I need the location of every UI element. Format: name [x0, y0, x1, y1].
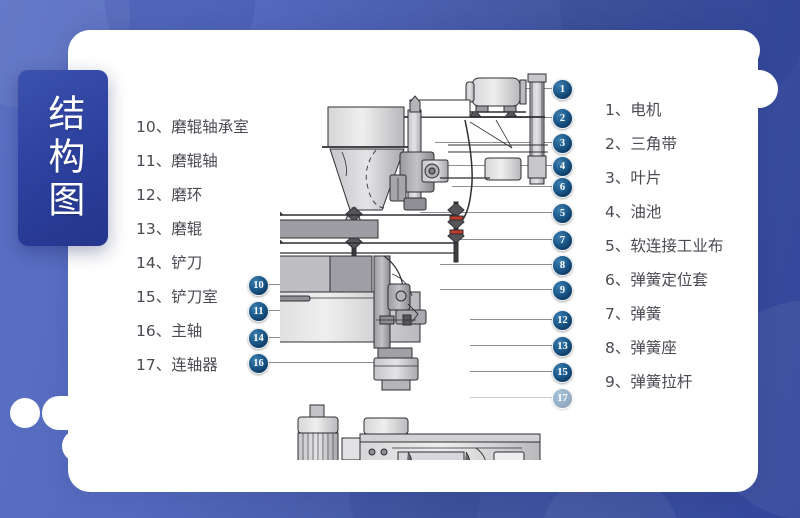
deco-step-bottom-left-1 — [42, 396, 122, 430]
list-item: 2、三角带 — [605, 135, 677, 153]
list-item: 15、铲刀室 — [136, 288, 218, 306]
machine-diagram — [246, 60, 580, 495]
callout-badge-14[interactable]: 14 — [248, 328, 269, 349]
page-title: 结构图 — [41, 93, 85, 223]
callout-leader-line — [440, 289, 552, 291]
callout-leader-line — [470, 397, 552, 399]
list-item: 17、连轴器 — [136, 356, 218, 374]
list-item: 5、软连接工业布 — [605, 237, 724, 255]
callout-leader-line — [435, 142, 552, 144]
callout-badge-12[interactable]: 12 — [552, 310, 573, 331]
callout-badge-2[interactable]: 2 — [552, 108, 573, 129]
list-item: 7、弹簧 — [605, 305, 662, 323]
list-item: 6、弹簧定位套 — [605, 271, 708, 289]
list-item: 11、磨辊轴 — [136, 152, 218, 170]
deco-dot-bottom-left — [10, 398, 40, 428]
deco-step-bottom-left-2 — [62, 430, 132, 462]
deco-step-top-right-1 — [700, 30, 760, 70]
callout-badge-15[interactable]: 15 — [552, 362, 573, 383]
callout-badge-3[interactable]: 3 — [552, 133, 573, 154]
callout-leader-line — [452, 186, 552, 188]
left-label-list: 10、磨辊轴承室 11、磨辊轴 12、磨环 13、磨辊 14、铲刀 15、铲刀室… — [136, 110, 249, 382]
callout-badge-16[interactable]: 16 — [248, 353, 269, 374]
callout-leader-line — [470, 319, 552, 321]
deco-step-top-right-3 — [700, 108, 756, 146]
list-item: 4、油池 — [605, 203, 662, 221]
callout-badge-7[interactable]: 7 — [552, 230, 573, 251]
callout-leader-line — [267, 362, 387, 364]
callout-badge-9[interactable]: 9 — [552, 280, 573, 301]
list-item: 16、主轴 — [136, 322, 203, 340]
callout-leader-line — [420, 212, 552, 214]
callout-leader-line — [452, 239, 552, 241]
callout-badge-8[interactable]: 8 — [552, 255, 573, 276]
list-item: 3、叶片 — [605, 169, 662, 187]
right-label-list: 1、电机 2、三角带 3、叶片 4、油池 5、软连接工业布 6、弹簧定位套 7、… — [605, 93, 723, 399]
callout-badge-10[interactable]: 10 — [248, 275, 269, 296]
callout-leader-line — [440, 264, 552, 266]
list-item: 14、铲刀 — [136, 254, 203, 272]
callout-badge-13[interactable]: 13 — [552, 336, 573, 357]
list-item: 8、弹簧座 — [605, 339, 677, 357]
list-item: 13、磨辊 — [136, 220, 203, 238]
callout-badge-11[interactable]: 11 — [248, 301, 269, 322]
callout-badge-4[interactable]: 4 — [552, 156, 573, 177]
list-item: 10、磨辊轴承室 — [136, 118, 249, 136]
list-item: 1、电机 — [605, 101, 662, 119]
callout-leader-line — [470, 371, 552, 373]
callout-badge-5[interactable]: 5 — [552, 203, 573, 224]
list-item: 9、弹簧拉杆 — [605, 373, 693, 391]
deco-step-top-right-2 — [722, 70, 778, 108]
callout-badge-1[interactable]: 1 — [552, 79, 573, 100]
callout-badge-6[interactable]: 6 — [552, 177, 573, 198]
callout-badge-17[interactable]: 17 — [552, 388, 573, 409]
list-item: 12、磨环 — [136, 186, 203, 204]
page-title-box: 结构图 — [18, 70, 108, 246]
callout-leader-line — [470, 345, 552, 347]
